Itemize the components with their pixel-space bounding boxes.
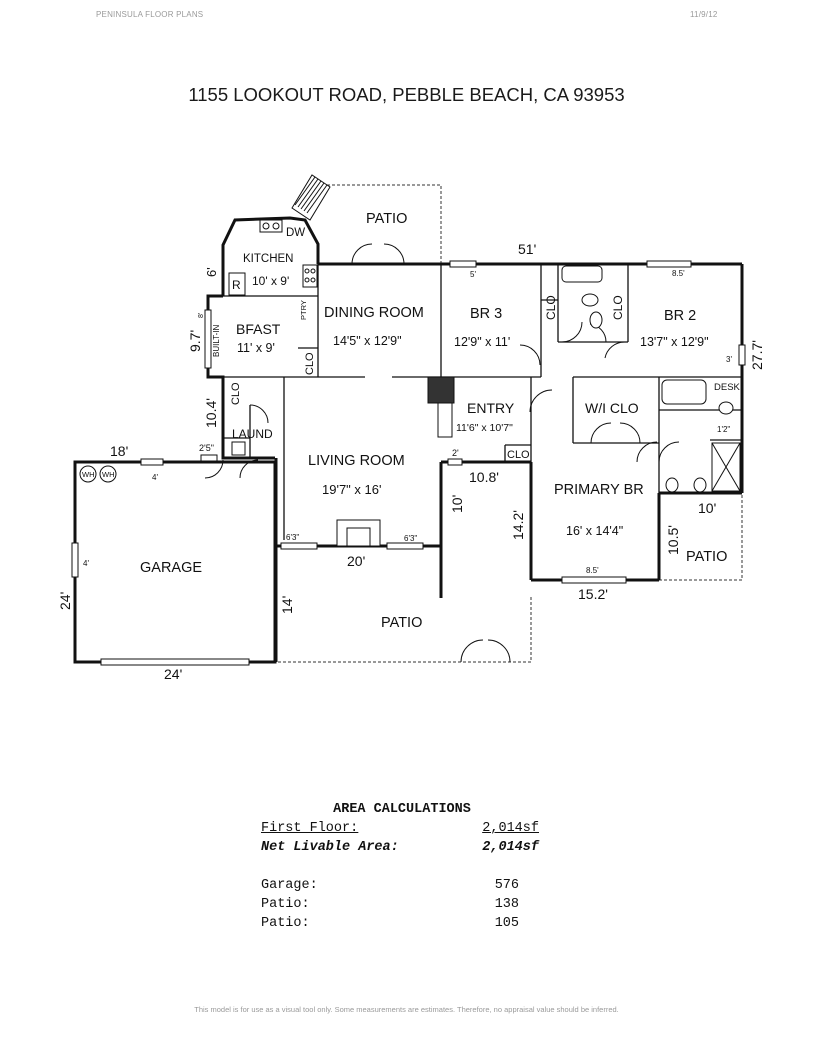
- dim-24-vertical: 24': [57, 592, 73, 610]
- dim-2: 2': [452, 448, 459, 458]
- interior-walls: [223, 264, 742, 540]
- dim-6: 6': [204, 267, 219, 277]
- dim-24-horizontal: 24': [164, 666, 182, 682]
- net-livable-value: 2,014sf: [482, 840, 539, 855]
- dim-9-7: 9.7': [187, 330, 203, 352]
- dim-20: 20': [347, 553, 365, 569]
- label-garage: GARAGE: [140, 560, 202, 576]
- label-clo-bfast: CLO: [230, 382, 242, 405]
- patio2-area-value: 105: [494, 916, 519, 931]
- label-patio-bottom: PATIO: [381, 615, 422, 631]
- area-row-net-livable: Net Livable Area: 2,014sf: [261, 838, 543, 857]
- dim-5: 5': [470, 270, 476, 279]
- area-row-patio-1: Patio: 138: [261, 895, 543, 914]
- label-primary: PRIMARY BR: [554, 482, 644, 498]
- label-kitchen-dim: 10' x 9': [252, 274, 289, 288]
- label-br3: BR 3: [470, 306, 502, 322]
- dim-8-5-bottom: 8.5': [586, 566, 599, 575]
- area-calculations: AREA CALCULATIONS First Floor: 2,014sf N…: [261, 802, 543, 933]
- label-patio-top: PATIO: [366, 211, 407, 227]
- label-dining: DINING ROOM: [324, 305, 424, 321]
- dim-3: 3': [726, 355, 732, 364]
- label-primary-dim: 16' x 14'4": [566, 524, 623, 538]
- room-labels: DW KITCHEN 10' x 9' R PTRY BFAST 11' x 9…: [82, 211, 741, 631]
- label-pantry: PTRY: [299, 300, 308, 320]
- header-date: 11/9/12: [690, 10, 718, 19]
- floor-plan: DW KITCHEN 10' x 9' R PTRY BFAST 11' x 9…: [57, 174, 765, 682]
- dim-27-7: 27.7': [749, 340, 765, 370]
- label-wh-1: WH: [82, 470, 95, 479]
- dim-4-garage-side: 4': [83, 559, 89, 568]
- first-floor-label: First Floor:: [261, 821, 359, 836]
- dim-10-8: 10.8': [469, 469, 499, 485]
- dim-10-5: 10.5': [665, 525, 681, 555]
- dim-10-4: 10.4': [203, 398, 219, 428]
- garage-area-label: Garage:: [261, 878, 318, 893]
- label-entry: ENTRY: [467, 400, 515, 416]
- label-br2-dim: 13'7" x 12'9": [640, 335, 709, 349]
- windows: [71, 260, 746, 666]
- dim-14-2: 14.2': [510, 510, 526, 540]
- property-address-title: 1155 LOOKOUT ROAD, PEBBLE BEACH, CA 9395…: [188, 84, 625, 105]
- dim-10-horizontal: 10': [698, 500, 716, 516]
- label-refrigerator: R: [232, 278, 241, 292]
- net-livable-label: Net Livable Area:: [261, 840, 399, 855]
- label-clo-entry: CLO: [507, 449, 530, 461]
- patio2-area-label: Patio:: [261, 916, 310, 931]
- area-row-patio-2: Patio: 105: [261, 914, 543, 933]
- deck-steps: [291, 174, 331, 221]
- label-built-in: BUILT-IN: [212, 324, 221, 357]
- label-living: LIVING ROOM: [308, 453, 405, 469]
- area-row-garage: Garage: 576: [261, 876, 543, 895]
- door-swings: [204, 243, 680, 663]
- dim-18: 18': [110, 443, 128, 459]
- label-dining-dim: 14'5" x 12'9": [333, 334, 402, 348]
- header-company: PENINSULA FLOOR PLANS: [96, 10, 204, 19]
- label-entry-dim: 11'6" x 10'7": [456, 422, 513, 434]
- label-clo-br2: CLO: [611, 295, 625, 320]
- exterior-walls: [73, 216, 744, 664]
- area-heading: AREA CALCULATIONS: [333, 802, 471, 817]
- fixtures: [79, 219, 741, 547]
- label-patio-right: PATIO: [686, 549, 727, 565]
- area-row-first-floor: First Floor: 2,014sf: [261, 819, 543, 838]
- dim-6-3-right: 6'3": [404, 534, 417, 543]
- dim-10-vertical: 10': [449, 495, 465, 513]
- dim-6-3-left: 6'3": [286, 533, 299, 542]
- disclaimer-footer: This model is for use as a visual tool o…: [194, 1005, 619, 1014]
- dim-8-5-top: 8.5': [672, 269, 685, 278]
- patio-outlines: [278, 184, 743, 663]
- label-bfast: BFAST: [236, 321, 281, 337]
- garage-area-value: 576: [494, 878, 519, 893]
- patio1-area-value: 138: [494, 897, 519, 912]
- dim-4-garage-top: 4': [152, 473, 158, 482]
- first-floor-value: 2,014sf: [482, 821, 539, 836]
- label-living-dim: 19'7" x 16': [322, 482, 381, 497]
- dim-14: 14': [279, 596, 295, 614]
- label-dw: DW: [286, 227, 305, 239]
- label-wi-clo: W/I CLO: [585, 400, 639, 416]
- dim-8-small: 8': [198, 313, 205, 318]
- dimension-labels: 51' 6' 9.7' 8' 10.4' 2'5" 18' 4' 4' 24' …: [57, 241, 765, 682]
- dim-15-2: 15.2': [578, 586, 608, 602]
- label-wh-2: WH: [102, 470, 115, 479]
- label-laund: LAUND: [232, 427, 273, 441]
- patio1-area-label: Patio:: [261, 897, 310, 912]
- label-clo-br3: CLO: [544, 295, 558, 320]
- dim-51: 51': [518, 241, 536, 257]
- label-clo-dining: CLO: [304, 352, 316, 375]
- label-bfast-dim: 11' x 9': [237, 341, 275, 355]
- dim-1-2: 1'2": [717, 425, 730, 434]
- label-kitchen: KITCHEN: [243, 253, 293, 265]
- label-br3-dim: 12'9" x 11': [454, 335, 510, 349]
- label-desk: DESK: [714, 382, 741, 393]
- dim-2-5: 2'5": [199, 443, 214, 453]
- label-br2: BR 2: [664, 308, 696, 324]
